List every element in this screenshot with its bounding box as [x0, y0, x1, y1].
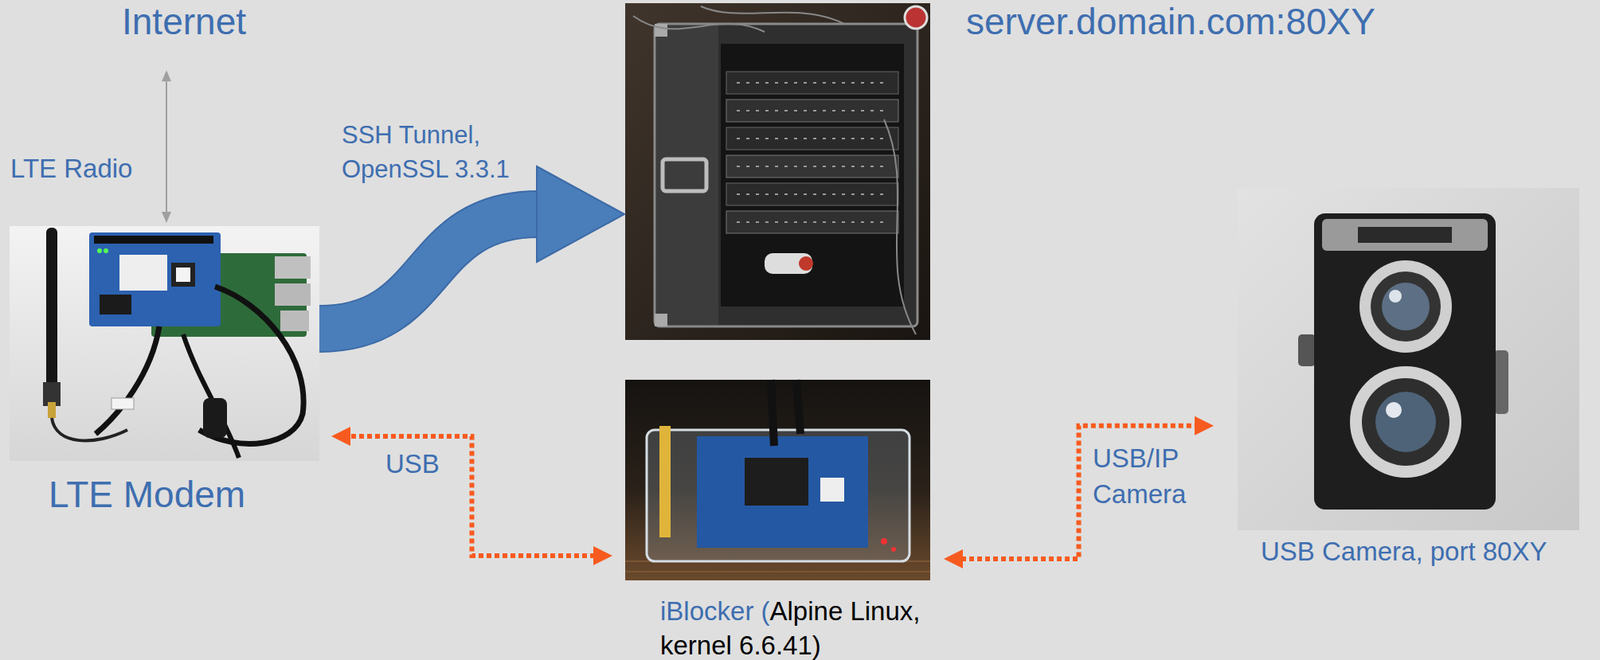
photo-ground [9, 226, 320, 462]
iblocker-photo [625, 379, 931, 581]
edge-label: LTE Radio [10, 152, 133, 185]
camera-node: USB Camera, port 80XY [1237, 187, 1580, 531]
taking-lens [1349, 366, 1462, 478]
server-rack-photo [625, 3, 931, 341]
led [97, 248, 102, 254]
rack-inside [720, 43, 904, 307]
antenna-connector [47, 402, 56, 419]
cable [95, 326, 160, 435]
case-handle [662, 159, 707, 192]
wood-grain [625, 561, 931, 572]
radio-link-line [165, 81, 168, 212]
node-caption: iBlocker (Alpine Linux, kernel 6.6.41) [660, 594, 979, 660]
node-label: LTE Modem [48, 473, 246, 517]
connector [161, 70, 172, 223]
iblocker-node: iBlocker (Alpine Linux, kernel 6.6.41) [625, 379, 931, 581]
lens-glint [1385, 402, 1402, 419]
arrow-head [161, 70, 172, 82]
pin-header [659, 426, 671, 538]
led [103, 248, 109, 254]
tunnel-arrow-head [536, 166, 625, 263]
usb-port [274, 283, 311, 306]
led [880, 538, 888, 545]
qr-code [176, 267, 191, 282]
cloud-node: Internet [121, 0, 247, 44]
case-corner [654, 313, 668, 327]
arrow-head [593, 546, 613, 566]
cable [199, 286, 304, 444]
server-node: server.domain.com:80XY [625, 3, 931, 341]
viewing-lens [1359, 260, 1452, 353]
tunnel-arrow [319, 214, 539, 329]
connector [331, 426, 613, 566]
tunnel-arrow-outline [319, 214, 539, 329]
connector [319, 166, 625, 329]
photo-ground [625, 3, 931, 341]
ferrite [203, 398, 227, 439]
antenna [46, 227, 58, 388]
case-side [656, 25, 719, 325]
camera-crank [1494, 350, 1509, 415]
edge-label: USB [385, 448, 440, 481]
edge-label: USB/IP Camera [1092, 441, 1205, 513]
camera-body [1314, 213, 1496, 510]
arrow-head [161, 211, 172, 223]
usb-link-line [348, 436, 595, 556]
camera-photo [1237, 187, 1580, 531]
case-corner [654, 23, 668, 37]
camera-knob [1298, 334, 1316, 367]
arrow-head [1194, 416, 1214, 436]
modem-node: LTE Modem [9, 226, 320, 462]
viewing-lens [1381, 282, 1430, 331]
top-plate [1322, 219, 1488, 251]
unit-controls [736, 82, 889, 223]
ethernet-port [280, 310, 310, 332]
modem-hat [89, 232, 221, 327]
node-label: server.domain.com:80XY [966, 0, 1376, 44]
taking-lens [1375, 391, 1436, 453]
lte-modem-photo [9, 226, 320, 462]
pin-header [93, 235, 214, 244]
node-label: USB Camera, port 80XY [1260, 535, 1548, 568]
clear-case [646, 430, 910, 562]
name-plate [1357, 226, 1452, 243]
viewing-lens [1370, 271, 1441, 342]
node-label: iBlocker ( [660, 596, 771, 626]
connector [764, 253, 813, 274]
arrow-head [943, 549, 963, 569]
node-label: Internet [121, 0, 247, 44]
connector [798, 256, 814, 271]
connector [904, 6, 928, 29]
led [891, 547, 896, 552]
antenna-cable [51, 418, 128, 442]
lens-glint [1388, 289, 1402, 303]
chip [99, 294, 132, 315]
sim-module [119, 254, 168, 291]
qr-code [820, 477, 845, 502]
chip [744, 457, 809, 506]
photo-ground [625, 379, 931, 581]
usb-port [274, 256, 311, 279]
cables [770, 379, 801, 446]
cable [183, 334, 239, 458]
modem-hat [696, 436, 869, 548]
connector [943, 416, 1214, 569]
plug [111, 398, 134, 410]
qr-code [171, 262, 196, 287]
arrow-head [331, 426, 351, 446]
taking-lens [1361, 378, 1450, 466]
cables [633, 6, 916, 335]
photo-ground [1237, 187, 1580, 531]
flight-case [654, 23, 918, 327]
edge-label: SSH Tunnel, OpenSSL 3.3.1 [341, 118, 533, 188]
